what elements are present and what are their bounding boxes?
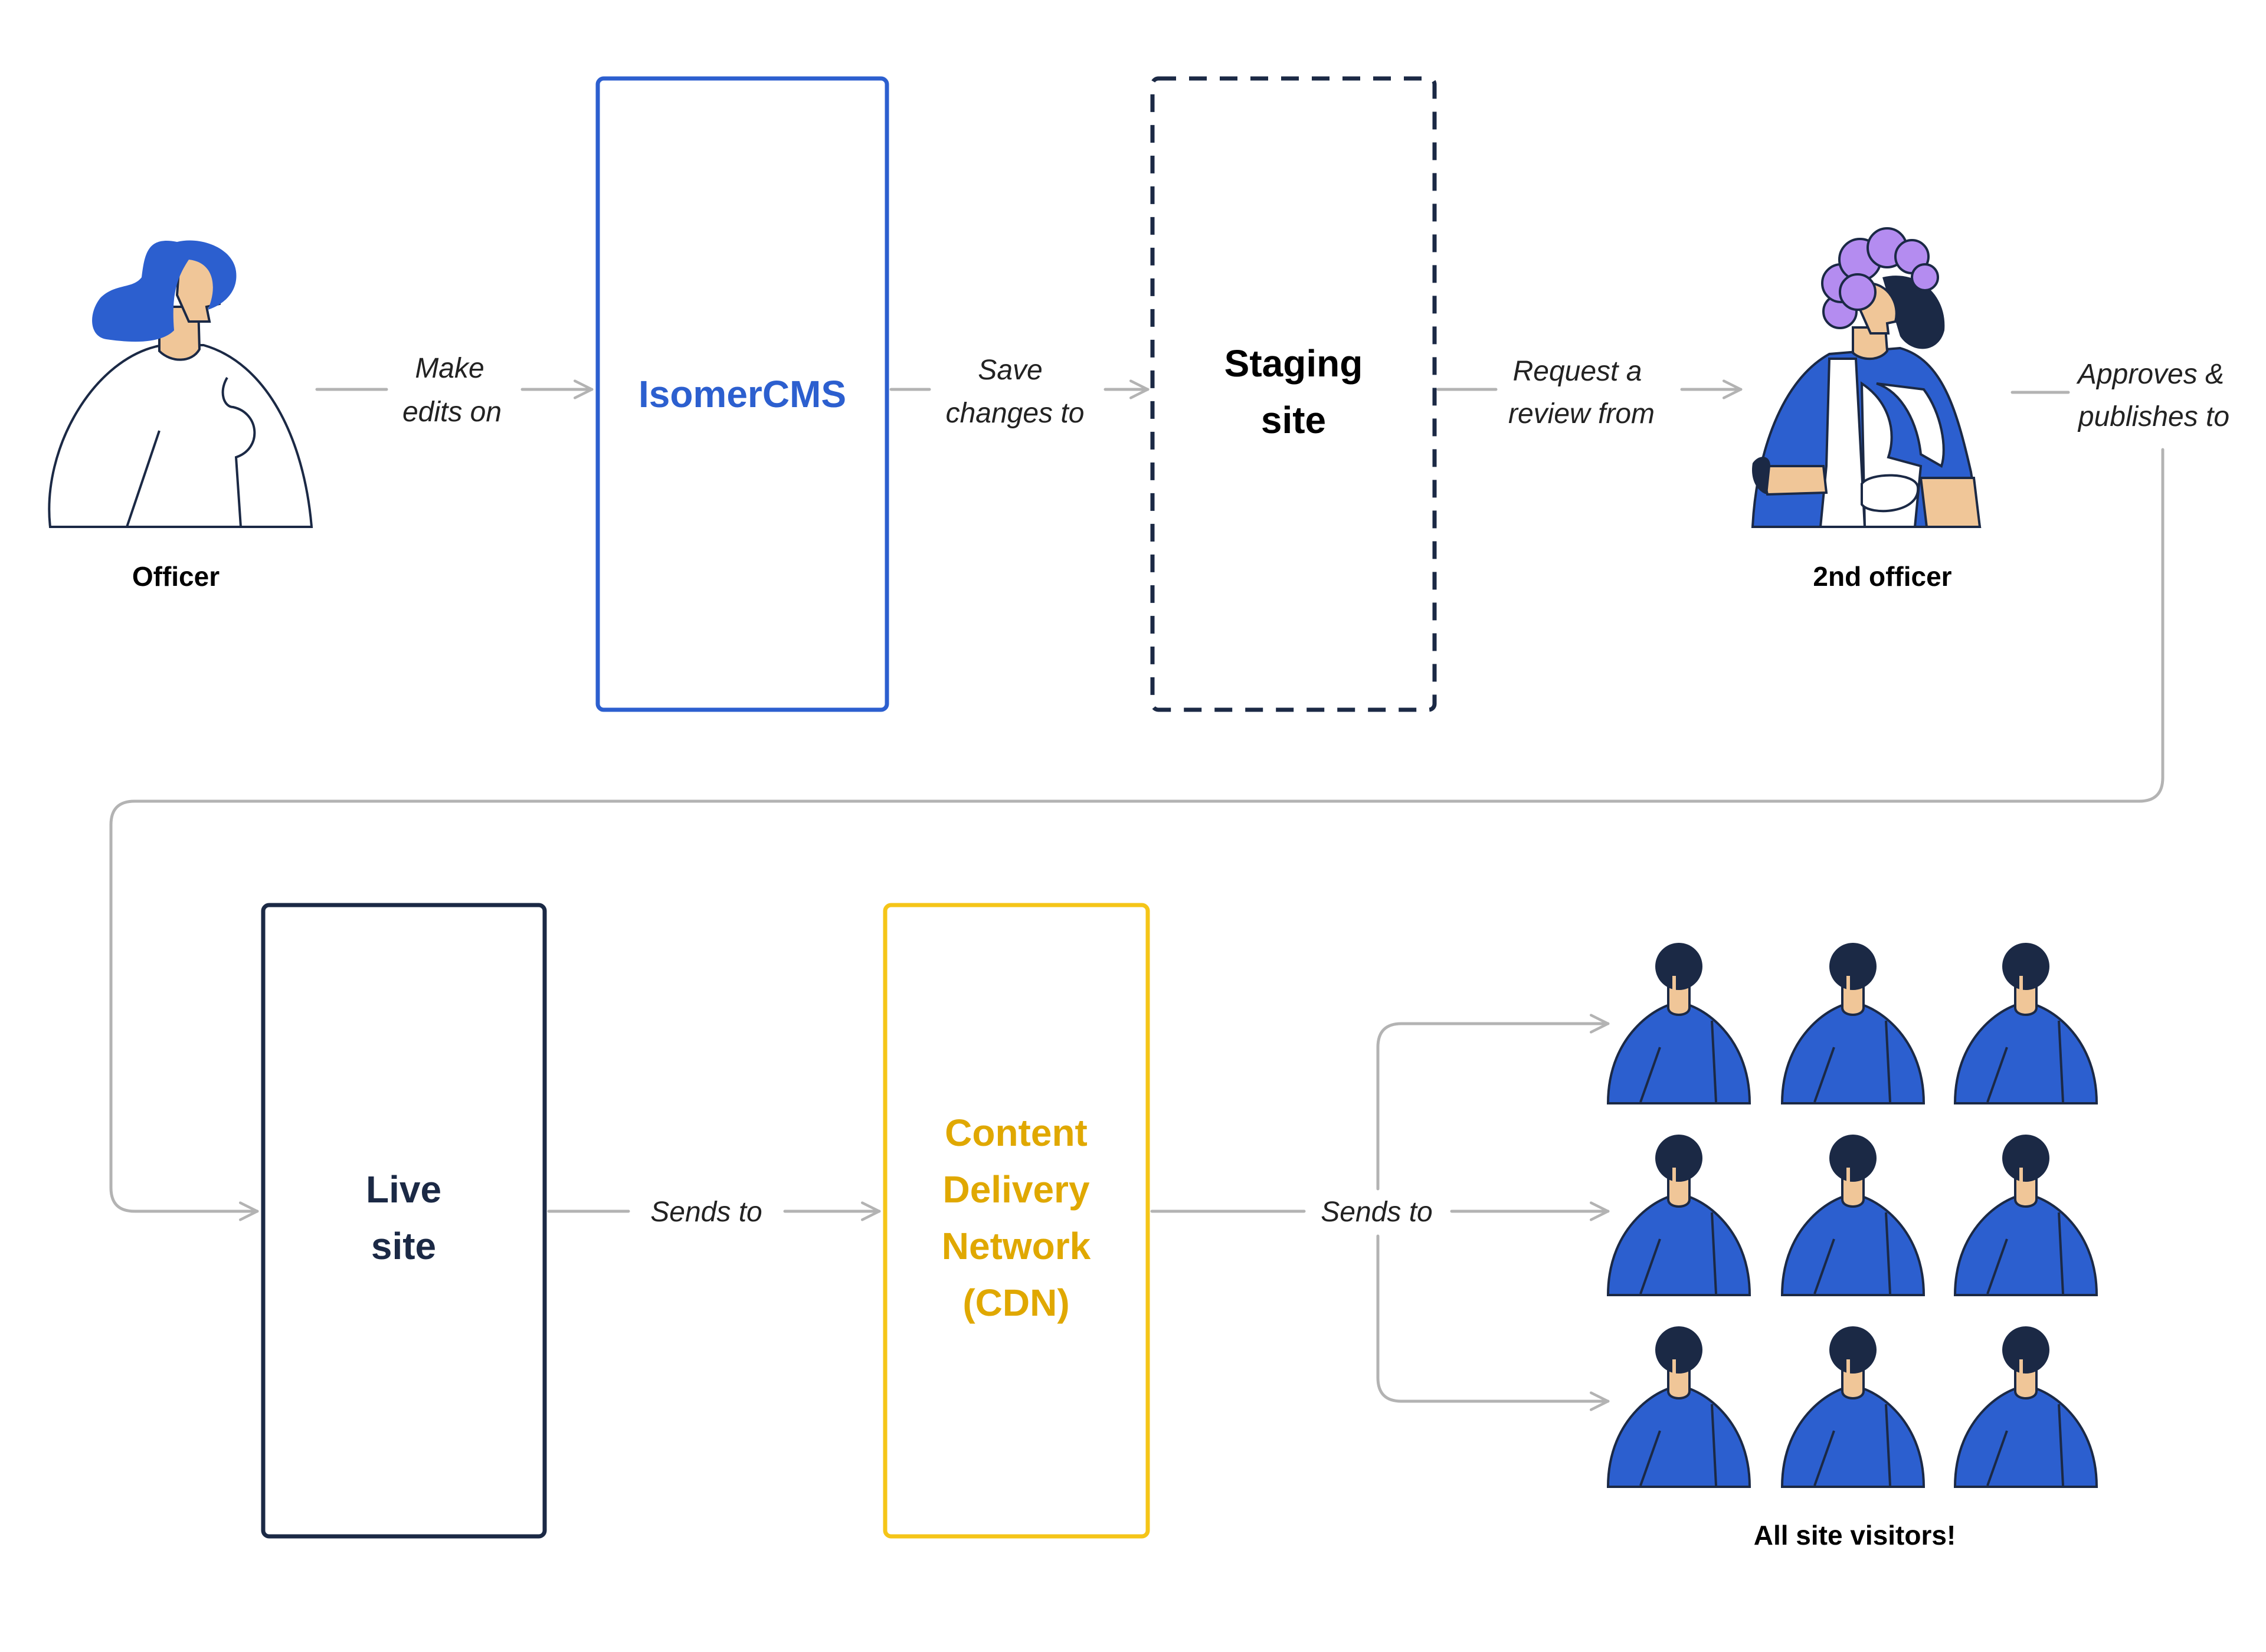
site-visitor-icon [1955, 943, 2097, 1103]
edge-label-make-edits-line2: edits on [402, 396, 502, 428]
edge-label-request-review-line2: review from [1508, 398, 1655, 430]
cdn-label-line1: Content [945, 1112, 1088, 1154]
connectors [109, 379, 2165, 1411]
staging-site-label-line1: Staging [1224, 342, 1363, 385]
connector-visitors-bottom [1376, 1234, 1610, 1411]
staging-site-label-line2: site [1261, 399, 1326, 441]
live-site-label-line2: site [371, 1225, 436, 1267]
site-visitor-icon [1608, 943, 1750, 1103]
edge-label-save-changes-line2: changes to [946, 398, 1085, 429]
site-visitor-icon [1782, 943, 1924, 1103]
visitors-caption: All site visitors! [1754, 1520, 1956, 1551]
edge-label-approves-line1: Approves & [2076, 359, 2224, 390]
connector-visitors-top [1376, 1014, 1610, 1191]
site-visitor-icon [1955, 1135, 2097, 1295]
live-site-label-line1: Live [366, 1168, 441, 1211]
connector-approves-b [109, 448, 2165, 1221]
second-officer-caption: 2nd officer [1813, 561, 1951, 592]
woman-officer-icon [48, 240, 313, 528]
site-visitor-icon [1608, 1135, 1750, 1295]
cdn-box [883, 903, 1150, 1539]
site-visitor-icon [1608, 1326, 1750, 1487]
edge-label-request-review-line1: Request a [1513, 356, 1642, 387]
edge-label-sends-to-cdn: Sends to [650, 1197, 762, 1228]
reviewer-officer-icon [1751, 227, 1982, 528]
isomercms-label: IsomerCMS [638, 373, 846, 415]
isomercms-box [595, 76, 889, 712]
staging-site-box [1150, 76, 1437, 712]
site-visitor-icon [1782, 1326, 1924, 1487]
edge-label-save-changes-line1: Save [978, 355, 1042, 386]
live-site-box [261, 903, 547, 1539]
officer-caption: Officer [132, 561, 220, 592]
site-visitors-grid [1608, 943, 2097, 1487]
edge-label-make-edits-line1: Make [415, 353, 484, 384]
cdn-label-line3: Network [942, 1225, 1091, 1267]
site-visitor-icon [1955, 1326, 2097, 1487]
site-visitor-icon [1782, 1135, 1924, 1295]
edge-label-sends-to-visitors: Sends to [1321, 1197, 1432, 1228]
cdn-label-line2: Delivery [942, 1168, 1089, 1211]
cdn-label-line4: (CDN) [962, 1281, 1069, 1324]
edge-label-approves-line2: publishes to [2077, 401, 2229, 432]
